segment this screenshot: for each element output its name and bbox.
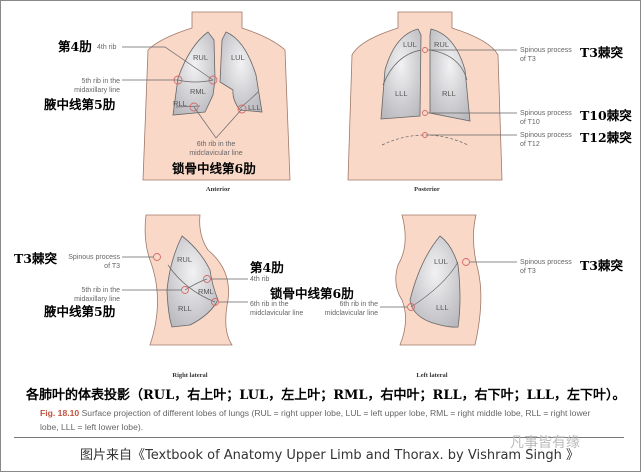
chinese-caption: 各肺叶的体表投影（RUL，右上叶；LUL，左上叶；RML，右中叶；RLL，右下叶…: [26, 388, 626, 403]
label-t3: Spinous process: [68, 254, 120, 261]
divider: [14, 437, 624, 438]
label-t3-line2: of T3: [104, 263, 120, 270]
label-6th-rib-line2: midclavicular line: [325, 310, 378, 317]
label-t12-line2: of T12: [520, 141, 540, 148]
view-title-posterior: Posterior: [414, 186, 440, 193]
lobe-label-lll: LLL: [395, 89, 408, 98]
label-6th-rib-line2: midclavicular line: [189, 150, 242, 157]
label-t3-line2: of T3: [520, 56, 536, 63]
label-4th-rib: 4th rib: [97, 44, 117, 51]
label-t3-cn: T3棘突: [14, 251, 57, 266]
label-t3: Spinous process: [520, 47, 572, 54]
label-6th-rib: 6th rib in the: [197, 141, 236, 148]
label-5th-rib-cn: 腋中线第5肋: [44, 97, 115, 112]
left-lung-lateral: [409, 235, 461, 328]
figure-number: Fig. 18.10: [40, 408, 80, 418]
label-t3-cn: T3棘突: [580, 258, 623, 273]
lobe-label-rul: RUL: [193, 53, 208, 62]
label-t12: Spinous process: [520, 132, 572, 139]
left-lung: [219, 31, 263, 113]
view-title-anterior: Anterior: [206, 186, 230, 193]
lobe-label-lul: LUL: [231, 53, 245, 62]
lobe-label-rul: RUL: [177, 255, 192, 264]
lobe-label-rll: RLL: [173, 99, 187, 108]
watermark: 凡事皆有缘: [510, 435, 580, 451]
label-5th-rib-line2: midaxillary line: [74, 296, 120, 303]
posterior-view: LUL RUL LLL RLL Spinous process of T3 T3…: [347, 11, 632, 193]
lobe-label-lll: LLL: [248, 103, 261, 112]
label-5th-rib: 5th rib in the: [81, 287, 120, 294]
label-6th-rib-cn: 锁骨中线第6肋: [172, 161, 256, 176]
lobe-label-rml: RML: [190, 87, 206, 96]
label-5th-rib-line2: midaxillary line: [74, 87, 120, 94]
lobe-label-lul: LUL: [434, 257, 448, 266]
left-lung-posterior: [380, 28, 422, 120]
label-4th-rib-cn: 第4肋: [58, 39, 92, 54]
right-lung-posterior: [429, 28, 471, 122]
figure-text: Surface projection of different lobes of…: [40, 408, 591, 432]
anterior-view: RUL LUL RML RLL LLL 第4肋 4th rib 5th rib …: [44, 11, 291, 193]
label-t3-line2: of T3: [520, 268, 536, 275]
label-4th-rib: 4th rib: [250, 276, 270, 283]
lobe-label-rml: RML: [198, 287, 214, 296]
view-title-right-lateral: Right lateral: [172, 372, 207, 379]
label-5th-rib-cn: 腋中线第5肋: [44, 304, 115, 319]
label-t3-cn: T3棘突: [580, 45, 623, 60]
label-6th-rib: 6th rib in the: [339, 301, 378, 308]
lobe-label-rll: RLL: [178, 304, 192, 313]
figure-caption: Fig. 18.10 Surface projection of differe…: [40, 406, 600, 434]
lobe-label-lll: LLL: [436, 303, 449, 312]
view-title-left-lateral: Left lateral: [416, 372, 447, 379]
label-t10-cn: T10棘突: [580, 108, 632, 123]
label-6th-rib: 6th rib in the: [250, 301, 289, 308]
label-t10: Spinous process: [520, 110, 572, 117]
right-lung-lateral: [166, 235, 219, 328]
right-lung: [172, 31, 216, 116]
label-t10-line2: of T10: [520, 119, 540, 126]
left-lateral-view: LUL LLL Spinous process of T3 T3棘突 6th r…: [325, 214, 623, 379]
label-6th-rib-cn: 锁骨中线第6肋: [270, 286, 354, 301]
lobe-label-rul: RUL: [434, 40, 449, 49]
source-credit: 图片来自《Textbook of Anatomy Upper Limb and …: [80, 448, 579, 463]
label-t3: Spinous process: [520, 259, 572, 266]
label-t12-cn: T12棘突: [580, 130, 632, 145]
label-4th-rib-cn: 第4肋: [250, 260, 284, 275]
lobe-label-lul: LUL: [403, 40, 417, 49]
anterior-torso: [142, 11, 291, 181]
right-lateral-view: RUL RML RLL T3棘突 Spinous process of T3 5…: [14, 214, 354, 379]
label-6th-rib-line2: midclavicular line: [250, 310, 303, 317]
label-5th-rib: 5th rib in the: [81, 78, 120, 85]
lobe-label-rll: RLL: [442, 89, 456, 98]
posterior-torso: [347, 11, 503, 181]
